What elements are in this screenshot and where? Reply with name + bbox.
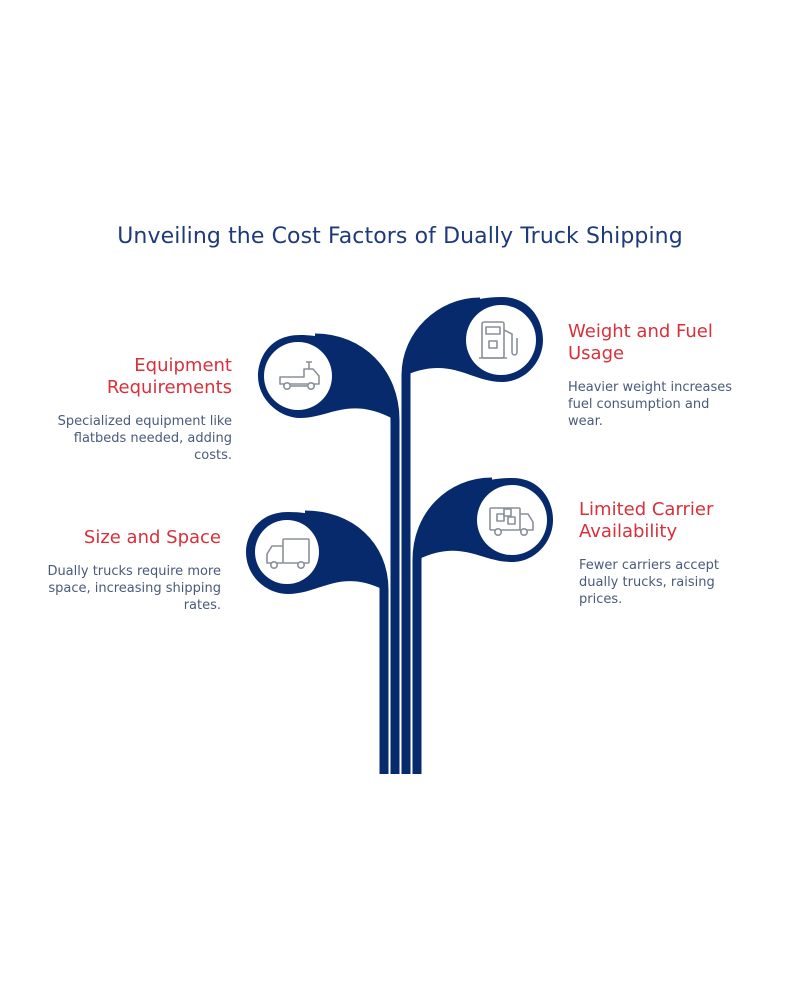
leaf-equipment (258, 335, 395, 420)
factor-description: Fewer carriers accept dually trucks, rai… (579, 558, 719, 607)
box-truck-icon (266, 538, 310, 569)
factor-description: Heavier weight increases fuel consumptio… (568, 380, 733, 429)
factor-equipment: Equipment Requirements Specialized equip… (40, 355, 232, 464)
delivery-truck-icon (489, 507, 534, 536)
page-title: Unveiling the Cost Factors of Dually Tru… (117, 224, 683, 249)
flatbed-truck-icon (279, 361, 320, 390)
factor-description: Dually trucks require more space, increa… (47, 564, 221, 613)
factor-description: Specialized equipment like flatbeds need… (57, 414, 232, 463)
factor-carrier: Limited Carrier Availability Fewer carri… (579, 499, 749, 608)
factor-heading: Equipment Requirements (106, 355, 232, 398)
factor-heading: Weight and Fuel Usage (568, 321, 713, 364)
factor-heading: Limited Carrier Availability (579, 499, 714, 542)
fuel-pump-icon (479, 321, 518, 359)
factor-heading: Size and Space (83, 527, 221, 548)
factor-size-space: Size and Space Dually trucks require mor… (40, 527, 221, 614)
leaf-carrier (417, 478, 553, 562)
stem-equipment (314, 333, 400, 774)
leaf-weight (406, 297, 543, 382)
factor-weight-fuel: Weight and Fuel Usage Heavier weight inc… (568, 321, 743, 430)
